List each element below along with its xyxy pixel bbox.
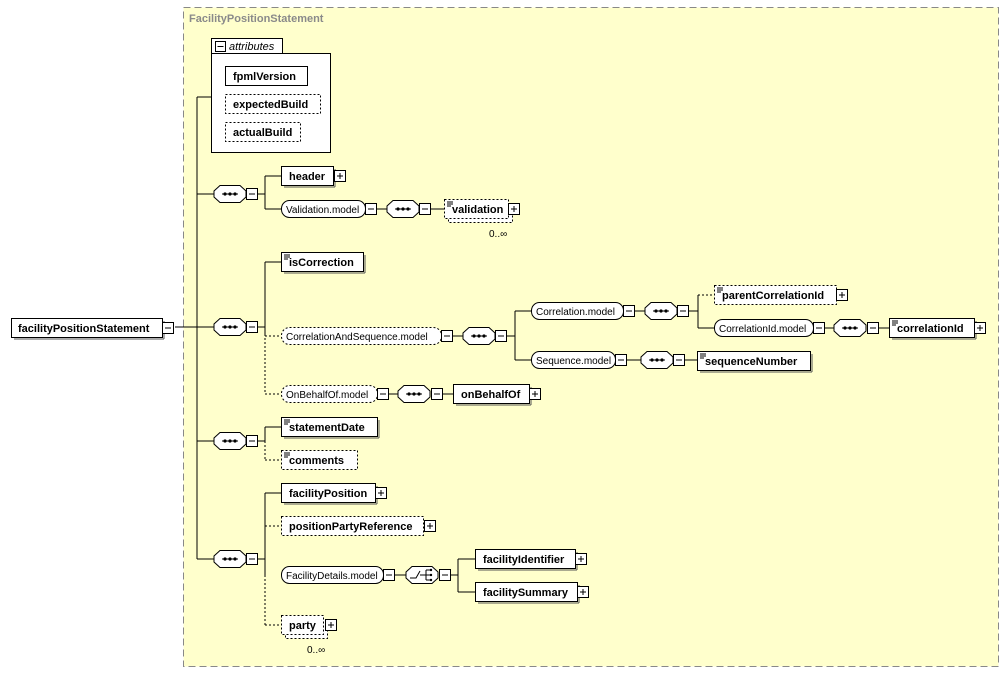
attribute-actualbuild-label: actualBuild <box>233 127 292 139</box>
party-element-label: party <box>289 620 317 632</box>
sequence-3-collapse-icon[interactable] <box>246 435 258 447</box>
attribute-fpmlversion-box[interactable] <box>225 66 308 86</box>
correlationid-sequence-compositor <box>833 319 867 337</box>
parentcorrelationid-expand-icon[interactable] <box>836 289 848 301</box>
correlation-and-sequence-compositor-collapse-icon[interactable] <box>495 330 507 342</box>
onbehalfof-sequence-compositor <box>397 385 431 403</box>
facilitysummary-element-label: facilitySummary <box>483 587 569 599</box>
sequence-model-label: Sequence.model <box>536 356 611 367</box>
sequence-compositor-1 <box>213 185 247 203</box>
attributes-collapse-icon[interactable] <box>215 41 226 52</box>
iscorrection-element-box[interactable] <box>281 252 364 272</box>
party-cardinality: 0..∞ <box>307 645 325 656</box>
comments-element-box[interactable] <box>281 450 358 470</box>
correlation-and-sequence-model-label: CorrelationAndSequence.model <box>286 332 428 343</box>
sequencenumber-element-label: sequenceNumber <box>705 356 798 368</box>
party-element-box[interactable] <box>281 615 324 635</box>
optional-connectors <box>264 262 714 626</box>
facilityposition-element-label: facilityPosition <box>289 488 368 500</box>
onbehalfof-sequence-collapse-icon[interactable] <box>431 388 443 400</box>
statementdate-element-label: statementDate <box>289 422 365 434</box>
facilityidentifier-expand-icon[interactable] <box>575 553 587 565</box>
correlation-model-collapse-icon[interactable] <box>623 305 635 317</box>
positionpartyreference-expand-icon[interactable] <box>424 520 436 532</box>
onbehalfof-expand-icon[interactable] <box>529 388 541 400</box>
correlation-and-sequence-compositor <box>462 327 496 345</box>
positionpartyreference-element-label: positionPartyReference <box>289 521 412 533</box>
sequence-compositor-3 <box>213 432 247 450</box>
validation-cardinality: 0..∞ <box>489 229 507 240</box>
onbehalfof-element-label: onBehalfOf <box>461 389 521 401</box>
correlation-and-sequence-collapse-icon[interactable] <box>441 330 453 342</box>
parentcorrelationid-element-box[interactable] <box>714 285 837 305</box>
sequence-model-compositor <box>640 351 674 369</box>
parentcorrelationid-element-label: parentCorrelationId <box>722 290 824 302</box>
header-element-label: header <box>289 171 326 183</box>
onbehalfof-model-label: OnBehalfOf.model <box>286 390 368 401</box>
correlationid-element-label: correlationId <box>897 323 964 335</box>
sequence-compositor-4 <box>213 550 247 568</box>
positionpartyreference-element-box[interactable] <box>281 516 424 536</box>
statementdate-element-box[interactable] <box>281 417 378 437</box>
sequence-model-compositor-collapse-icon[interactable] <box>673 354 685 366</box>
validation-model-label: Validation.model <box>286 205 359 216</box>
facilitysummary-expand-icon[interactable] <box>577 586 589 598</box>
correlation-sequence-compositor <box>644 302 678 320</box>
comments-element-label: comments <box>289 455 344 467</box>
sequence-1-collapse-icon[interactable] <box>246 188 258 200</box>
sequencenumber-element-box[interactable] <box>697 351 811 371</box>
correlationid-model-label: CorrelationId.model <box>719 324 806 335</box>
iscorrection-element-label: isCorrection <box>289 257 354 269</box>
validation-model-collapse-icon[interactable] <box>365 203 377 215</box>
attribute-actualbuild-box[interactable] <box>225 122 301 142</box>
choice-compositor <box>405 566 439 584</box>
facilityposition-expand-icon[interactable] <box>375 487 387 499</box>
sequence-2-collapse-icon[interactable] <box>246 321 258 333</box>
validation-expand-icon[interactable] <box>508 203 520 215</box>
correlationid-model-collapse-icon[interactable] <box>813 322 825 334</box>
sequence-4-collapse-icon[interactable] <box>246 553 258 565</box>
attribute-fpmlversion-label: fpmlVersion <box>233 71 296 83</box>
facilityidentifier-element-label: facilityIdentifier <box>483 554 565 566</box>
correlation-sequence-collapse-icon[interactable] <box>677 305 689 317</box>
root-element-label: facilityPositionStatement <box>18 323 150 335</box>
validation-element-label: validation <box>452 204 504 216</box>
correlationid-sequence-collapse-icon[interactable] <box>867 322 879 334</box>
group-title: FacilityPositionStatement <box>189 13 324 25</box>
validation-sequence-collapse-icon[interactable] <box>419 203 431 215</box>
correlation-model-label: Correlation.model <box>536 307 615 318</box>
root-collapse-icon[interactable] <box>162 322 174 334</box>
facilitydetails-model-collapse-icon[interactable] <box>383 569 395 581</box>
attribute-expectedbuild-box[interactable] <box>225 94 321 114</box>
party-expand-icon[interactable] <box>325 619 337 631</box>
attributes-label: attributes <box>229 41 275 53</box>
header-element-box[interactable] <box>281 166 334 186</box>
header-expand-icon[interactable] <box>334 170 346 182</box>
sequence-compositor-2 <box>213 318 247 336</box>
attributes-tab <box>211 38 283 54</box>
onbehalfof-model-collapse-icon[interactable] <box>377 388 389 400</box>
attribute-expectedbuild-label: expectedBuild <box>233 99 308 111</box>
sequence-model-collapse-icon[interactable] <box>615 354 627 366</box>
facilitydetails-model-label: FacilityDetails.model <box>286 571 378 582</box>
validation-sequence-compositor <box>386 200 420 218</box>
choice-collapse-icon[interactable] <box>439 569 451 581</box>
correlationid-expand-icon[interactable] <box>974 322 986 334</box>
